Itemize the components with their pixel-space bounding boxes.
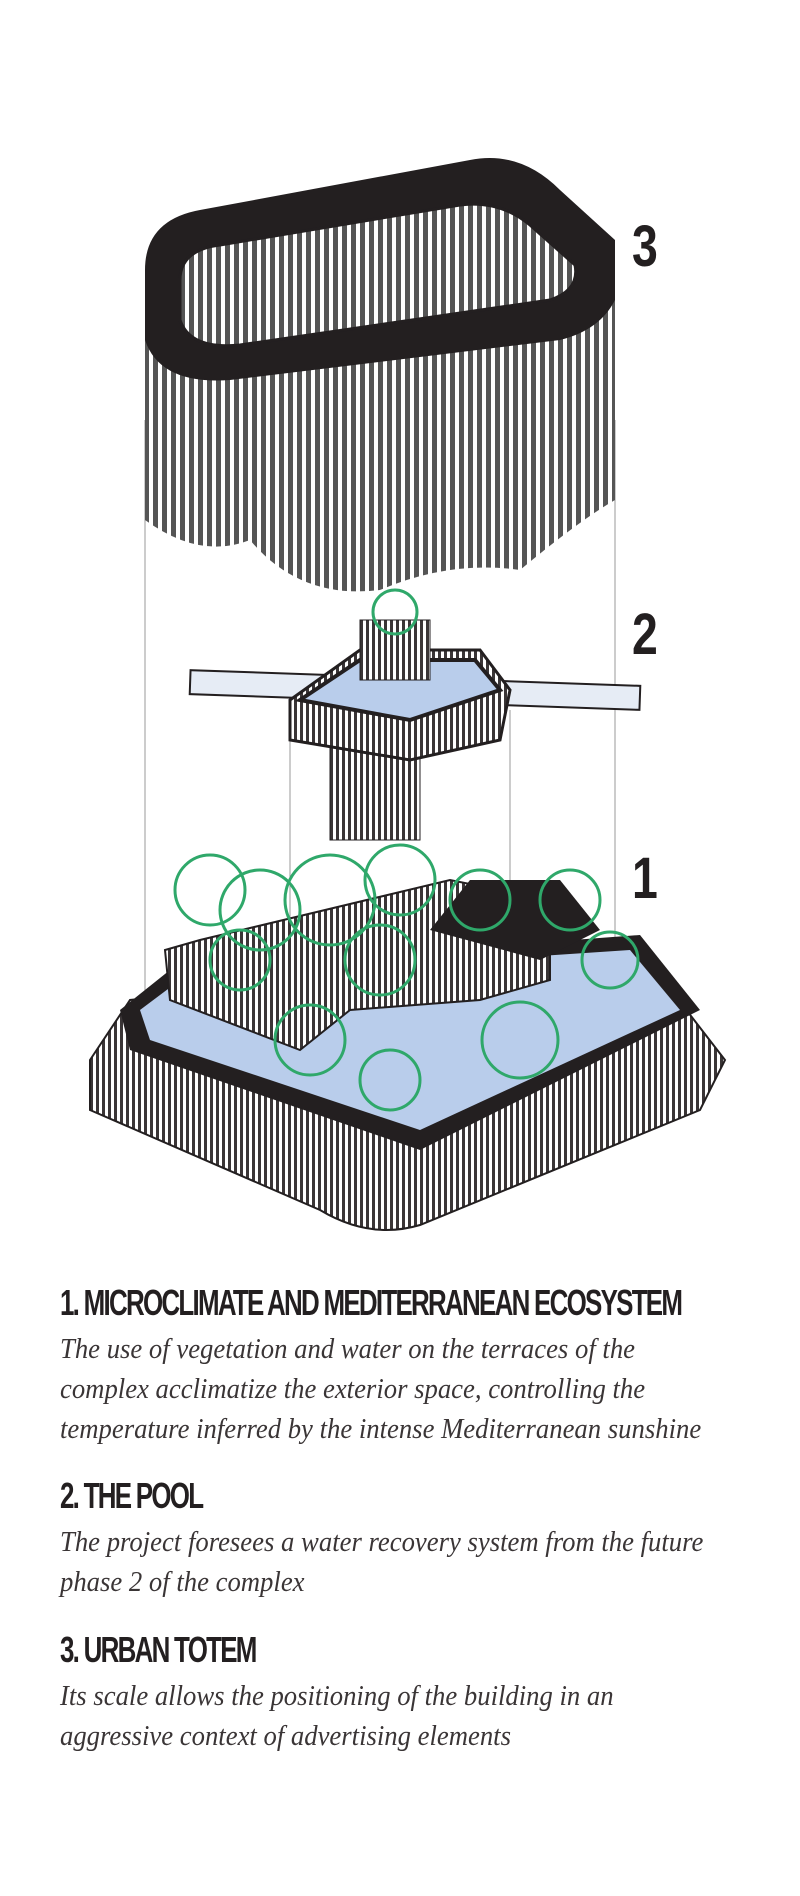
section-title: 1. MICROCLIMATE AND MEDITERRANEAN ECOSYS… <box>60 1282 683 1323</box>
section-urban-totem: 3. URBAN TOTEM Its scale allows the posi… <box>60 1632 760 1756</box>
section-pool: 2. THE POOL The project foresees a water… <box>60 1478 760 1602</box>
section-microclimate: 1. MICROCLIMATE AND MEDITERRANEAN ECOSYS… <box>60 1285 760 1449</box>
section-description: Its scale allows the positioning of the … <box>60 1676 759 1756</box>
urban-totem <box>145 158 615 592</box>
description-line: temperature inferred by the intense Medi… <box>60 1413 702 1445</box>
vegetation <box>173 843 640 1112</box>
section-description: The use of vegetation and water on the t… <box>60 1329 759 1449</box>
section-title: 3. URBAN TOTEM <box>60 1629 257 1670</box>
label-number-2: 2 <box>632 602 658 667</box>
description-line: The use of vegetation and water on the t… <box>60 1333 636 1365</box>
description-line: phase 2 of the complex <box>60 1566 305 1598</box>
description-line: Its scale allows the positioning of the … <box>60 1680 614 1712</box>
section-description: The project foresees a water recovery sy… <box>60 1522 759 1602</box>
label-number-1: 1 <box>632 846 658 911</box>
ecosystem-base <box>89 843 727 1231</box>
pool-module <box>188 588 642 841</box>
description-line: complex acclimatize the exterior space, … <box>60 1373 646 1405</box>
label-number-3: 3 <box>632 214 658 279</box>
exploded-axonometric-illustration <box>89 158 727 1231</box>
description-line: The project foresees a water recovery sy… <box>60 1526 704 1558</box>
section-title: 2. THE POOL <box>60 1475 204 1516</box>
description-line: aggressive context of advertising elemen… <box>60 1720 511 1752</box>
